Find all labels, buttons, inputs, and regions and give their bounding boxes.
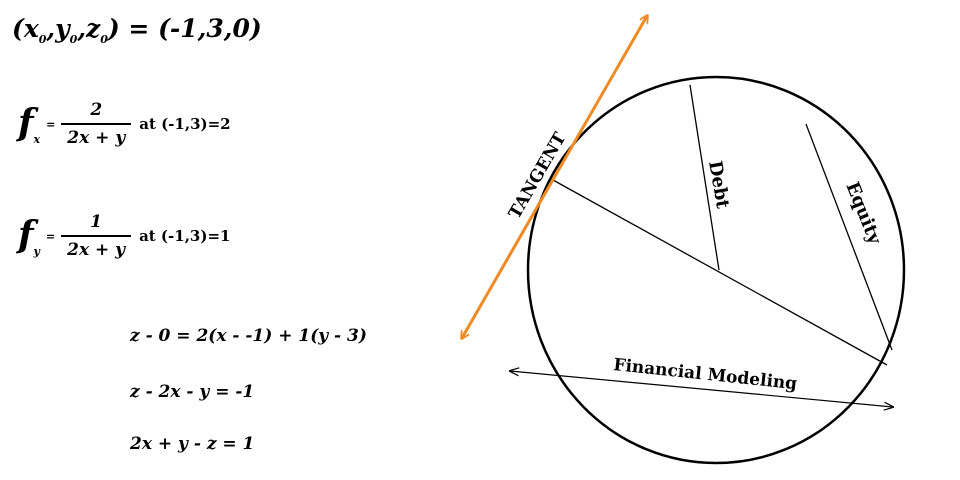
point-y-sub: 0 — [69, 33, 78, 46]
partial-derivative-fx: fx = 2 2x + y at (-1,3)=2 — [18, 100, 231, 148]
fy-fraction: 1 2x + y — [61, 212, 132, 260]
point-value: (-1,3,0) — [158, 14, 262, 43]
tangent-plane-step-3: 2x + y - z = 1 — [130, 434, 255, 454]
tangent-line — [462, 16, 647, 338]
equity-label: Equity — [841, 179, 885, 248]
point-y: y — [55, 14, 70, 43]
fx-fraction: 2 2x + y — [61, 100, 132, 148]
fy-symbol: fy — [18, 214, 40, 258]
tangent-plane-step-1: z - 0 = 2(x - -1) + 1(y - 3) — [130, 326, 367, 346]
fy-sub: y — [33, 245, 40, 259]
financial-modeling-arrow — [510, 371, 893, 407]
fx-equals: = — [46, 117, 56, 131]
point-z-sub: 0 — [100, 33, 108, 46]
tangent-plane-step-2: z - 2x - y = -1 — [130, 382, 255, 402]
financial-modeling-label: Financial Modeling — [612, 355, 798, 394]
fy-evaluation: at (-1,3)=1 — [139, 227, 231, 245]
fx-numerator: 2 — [90, 100, 103, 120]
fy-f: f — [18, 213, 34, 256]
fx-evaluation: at (-1,3)=2 — [139, 115, 231, 133]
fx-sub: x — [33, 133, 41, 147]
partial-derivative-fy: fy = 1 2x + y at (-1,3)=1 — [18, 212, 230, 260]
fy-numerator: 1 — [90, 212, 103, 232]
fy-equals: = — [45, 229, 56, 243]
point-x: x — [23, 14, 39, 43]
fx-f: f — [18, 101, 34, 144]
fy-denominator: 2x + y — [61, 235, 132, 260]
fx-denominator: 2x + y — [61, 123, 132, 148]
debt-divider-line — [689, 84, 720, 271]
fx-symbol: fx — [18, 102, 40, 146]
point-x-sub: 0 — [38, 33, 47, 46]
equity-divider-line — [805, 123, 893, 351]
point-equation: (x0,y0,z0) = (-1,3,0) — [12, 14, 262, 46]
point-z: z — [86, 14, 101, 43]
